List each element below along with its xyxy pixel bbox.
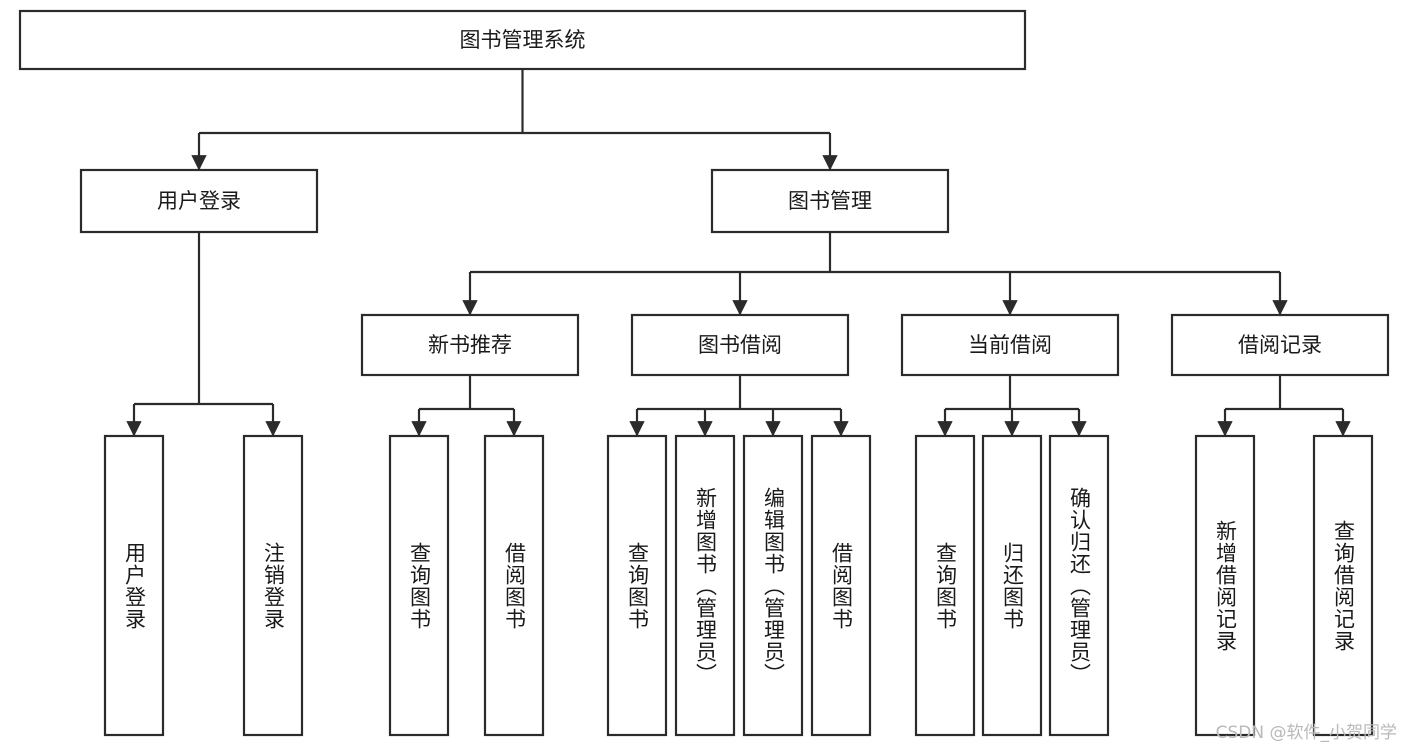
node-leaf-confirm-return-label-text: 确认归还（管理员） bbox=[1067, 486, 1092, 685]
node-leaf-logout-label: 注销登录 bbox=[244, 436, 302, 735]
node-root[interactable] bbox=[18, 9, 1027, 71]
node-leaf-confirm-return-label: 确认归还（管理员） bbox=[1050, 436, 1108, 735]
node-leaf-query-book-3-label-text: 查询图书 bbox=[933, 541, 958, 630]
node-leaf-add-record-label: 新增借阅记录 bbox=[1196, 436, 1254, 735]
node-leaf-add-book-label-text: 新增图书（管理员） bbox=[693, 486, 718, 685]
node-leaf-return-book-label-text: 归还图书 bbox=[1000, 541, 1025, 630]
node-leaf-query-book-3-label: 查询图书 bbox=[916, 436, 974, 735]
node-book-manage[interactable] bbox=[710, 168, 950, 234]
node-leaf-borrow-book-1-label-text: 借阅图书 bbox=[502, 541, 527, 630]
node-user-login[interactable] bbox=[79, 168, 319, 234]
node-leaf-edit-book-label-text: 编辑图书（管理员） bbox=[761, 486, 786, 685]
node-leaf-add-record-label-text: 新增借阅记录 bbox=[1213, 519, 1238, 652]
node-leaf-query-book-2-label-text: 查询图书 bbox=[625, 541, 650, 630]
node-leaf-borrow-book-2-label: 借阅图书 bbox=[812, 436, 870, 735]
node-new-book-rec[interactable] bbox=[360, 313, 580, 377]
node-leaf-confirm-return[interactable] bbox=[1048, 434, 1110, 737]
node-current-borrow-label: 当前借阅 bbox=[968, 333, 1052, 357]
node-leaf-query-book-1-label: 查询图书 bbox=[390, 436, 448, 735]
node-leaf-borrow-book-1[interactable] bbox=[483, 434, 545, 737]
node-leaf-return-book-label: 归还图书 bbox=[983, 436, 1041, 735]
node-leaf-add-book-label: 新增图书（管理员） bbox=[676, 436, 734, 735]
node-leaf-borrow-book-1-label: 借阅图书 bbox=[485, 436, 543, 735]
node-current-borrow[interactable] bbox=[900, 313, 1120, 377]
node-leaf-query-book-1[interactable] bbox=[388, 434, 450, 737]
node-leaf-user-login[interactable] bbox=[103, 434, 165, 737]
node-leaf-add-record[interactable] bbox=[1194, 434, 1256, 737]
edge-layer bbox=[126, 69, 1351, 437]
node-leaf-return-book[interactable] bbox=[981, 434, 1043, 737]
node-leaf-query-book-1-label-text: 查询图书 bbox=[407, 541, 432, 630]
node-user-login-label: 用户登录 bbox=[157, 189, 241, 213]
node-leaf-logout-label-text: 注销登录 bbox=[261, 541, 286, 630]
node-book-borrow[interactable] bbox=[630, 313, 850, 377]
node-leaf-query-book-2-label: 查询图书 bbox=[608, 436, 666, 735]
node-root-label: 图书管理系统 bbox=[460, 28, 586, 52]
node-leaf-query-book-3[interactable] bbox=[914, 434, 976, 737]
node-book-manage-label: 图书管理 bbox=[788, 189, 872, 213]
node-leaf-logout[interactable] bbox=[242, 434, 304, 737]
watermark-text: CSDN @软件_小贺同学 bbox=[1215, 723, 1397, 743]
node-leaf-query-record-label: 查询借阅记录 bbox=[1314, 436, 1372, 735]
node-leaf-add-book[interactable] bbox=[674, 434, 736, 737]
node-leaf-query-book-2[interactable] bbox=[606, 434, 668, 737]
node-new-book-rec-label: 新书推荐 bbox=[428, 333, 512, 357]
node-leaf-borrow-book-2-label-text: 借阅图书 bbox=[829, 541, 854, 630]
node-leaf-edit-book[interactable] bbox=[742, 434, 804, 737]
node-leaf-user-login-label: 用户登录 bbox=[105, 436, 163, 735]
node-borrow-record-label: 借阅记录 bbox=[1238, 333, 1322, 357]
node-leaf-query-record-label-text: 查询借阅记录 bbox=[1331, 519, 1356, 652]
node-leaf-user-login-label-text: 用户登录 bbox=[122, 541, 147, 630]
node-borrow-record[interactable] bbox=[1170, 313, 1390, 377]
node-leaf-query-record[interactable] bbox=[1312, 434, 1374, 737]
node-book-borrow-label: 图书借阅 bbox=[698, 333, 782, 357]
node-leaf-edit-book-label: 编辑图书（管理员） bbox=[744, 436, 802, 735]
node-leaf-borrow-book-2[interactable] bbox=[810, 434, 872, 737]
